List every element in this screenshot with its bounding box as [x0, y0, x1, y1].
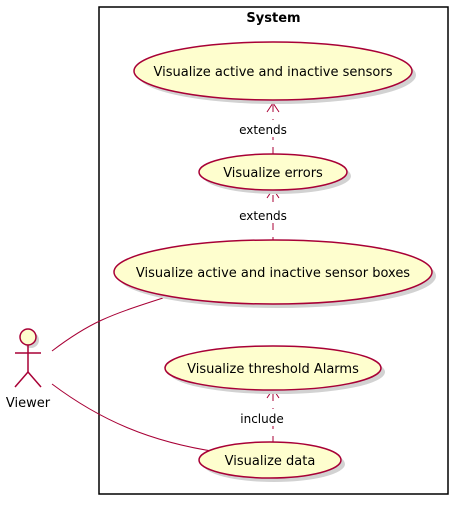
- extends-label-bg-2: [234, 206, 292, 223]
- use-case-ellipse: [198, 441, 342, 479]
- use-case-ellipse: [113, 239, 433, 305]
- association-viewer-data: [51, 383, 219, 453]
- association-viewer-sensor-boxes: [51, 297, 164, 352]
- use-case-label: Visualize active and inactive sensors: [154, 65, 393, 80]
- use-case-ellipse: [164, 345, 382, 391]
- actor-left-leg: [14, 371, 29, 388]
- system-title: System: [246, 11, 300, 26]
- use-case-label: Visualize active and inactive sensor box…: [136, 266, 410, 281]
- extends-label-2: extends: [239, 209, 287, 223]
- actor-viewer[interactable]: Viewer: [6, 328, 51, 411]
- actor-label: Viewer: [6, 396, 51, 411]
- use-case-label: Visualize errors: [223, 166, 323, 181]
- use-case-label: Visualize data: [225, 454, 316, 469]
- use-case-data[interactable]: Visualize data: [198, 441, 345, 482]
- use-case-active-inactive-sensors[interactable]: Visualize active and inactive sensors: [133, 41, 416, 104]
- use-case-ellipse: [198, 153, 348, 191]
- use-case-label: Visualize threshold Alarms: [187, 362, 359, 377]
- extends-label-bg-1: [234, 120, 292, 137]
- include-label-bg: [237, 409, 289, 426]
- use-case-sensor-boxes[interactable]: Visualize active and inactive sensor box…: [113, 239, 436, 308]
- use-case-threshold-alarms[interactable]: Visualize threshold Alarms: [164, 345, 385, 394]
- actor-right-leg: [27, 371, 42, 388]
- actor-head: [19, 328, 37, 346]
- use-case-ellipse: [133, 41, 413, 101]
- include-label: include: [240, 412, 283, 426]
- extends-label-1: extends: [239, 123, 287, 137]
- use-case-errors[interactable]: Visualize errors: [198, 153, 351, 194]
